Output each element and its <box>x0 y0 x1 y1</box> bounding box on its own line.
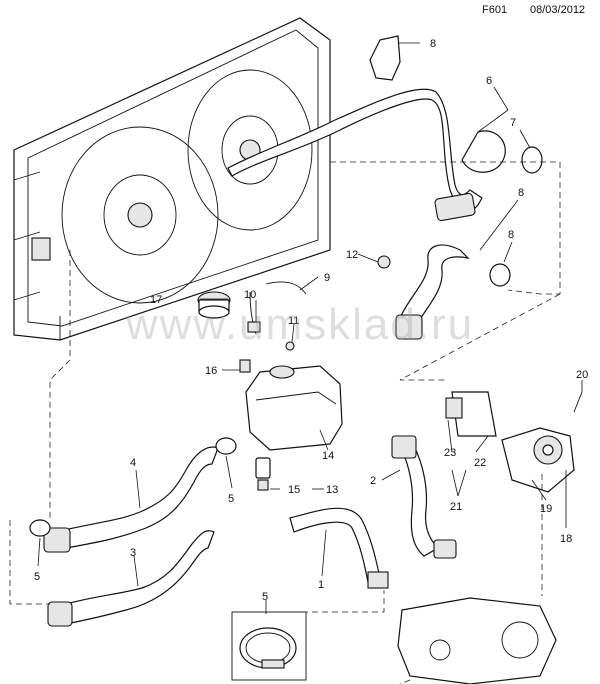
callout-24: 22 <box>474 457 486 469</box>
hose-clip-12 <box>247 321 261 333</box>
callout-10: 8 <box>430 38 436 50</box>
hose-bracket-10 <box>369 35 401 81</box>
watermark: www.umsklad.ru <box>125 300 475 349</box>
tank-bracket-18 <box>239 359 251 373</box>
lower-hose-9 <box>399 244 470 329</box>
pipe-1-connector <box>367 571 389 589</box>
hose-clamp-5-right <box>215 437 237 455</box>
lower-radiator-hose-3 <box>65 530 215 625</box>
coolant-pipe-1 <box>289 507 381 583</box>
callout-5-right: 5 <box>228 493 234 505</box>
callout-4: 4 <box>130 457 136 469</box>
hose-9-end <box>395 314 423 340</box>
callout-2: 2 <box>370 475 376 487</box>
callout-6: 5 <box>262 591 268 603</box>
diagram-date: 08/03/2012 <box>530 4 586 16</box>
bleed-screw-13 <box>285 341 295 351</box>
callout-9: 8 <box>518 187 524 199</box>
expansion-tank <box>239 359 343 451</box>
callout-7: 6 <box>486 75 492 87</box>
hose-7-end <box>461 130 506 173</box>
callout-8-lower: 8 <box>508 229 514 241</box>
clamp-detail-6 <box>231 611 307 681</box>
callout-13: 11 <box>288 315 299 327</box>
hose-7-coupling <box>434 192 476 222</box>
hose-4-end <box>43 527 71 553</box>
callout-labels: 8 6 7 8 8 12 9 10 17 11 16 20 14 15 13 2… <box>34 38 588 603</box>
diagram-code: F601 <box>482 4 508 16</box>
callout-21: 19 <box>540 503 552 515</box>
callout-25: 23 <box>444 447 456 459</box>
engine-block-section <box>397 597 557 684</box>
callout-14: 12 <box>346 249 358 261</box>
coolant-hose-2 <box>401 445 439 557</box>
water-pump <box>501 427 575 493</box>
callout-20: 18 <box>560 533 572 545</box>
callout-5-left: 5 <box>34 571 40 583</box>
pump-bolt-22 <box>573 391 583 413</box>
callout-22: 20 <box>576 369 588 381</box>
hose-clamp-5-left <box>29 519 51 537</box>
hose-3-end <box>47 601 73 627</box>
radiator-fan-assembly <box>13 17 331 341</box>
hose-2-end <box>391 435 417 459</box>
callout-15: 13 <box>326 484 338 496</box>
hose-clip-14 <box>377 255 391 269</box>
hose-2-lower-end <box>433 539 457 559</box>
thermostat-housing <box>445 391 497 437</box>
hose-clamp-8-lower <box>489 263 511 287</box>
callout-16: 14 <box>322 450 334 462</box>
callout-19: 17 <box>150 294 162 306</box>
callout-3: 3 <box>130 547 136 559</box>
lower-radiator-hose-4 <box>63 446 219 549</box>
callout-17: 15 <box>288 484 300 496</box>
expansion-tank-cap <box>197 291 231 319</box>
callout-1: 1 <box>318 579 324 591</box>
callout-12: 10 <box>244 289 256 301</box>
leader-lines <box>37 42 583 614</box>
callout-23: 21 <box>450 501 462 513</box>
hose-clamp-8-upper <box>521 146 543 174</box>
level-sensor <box>255 457 271 491</box>
callout-11: 9 <box>324 272 330 284</box>
callout-8-upper: 7 <box>510 117 516 129</box>
callout-18: 16 <box>205 365 217 377</box>
